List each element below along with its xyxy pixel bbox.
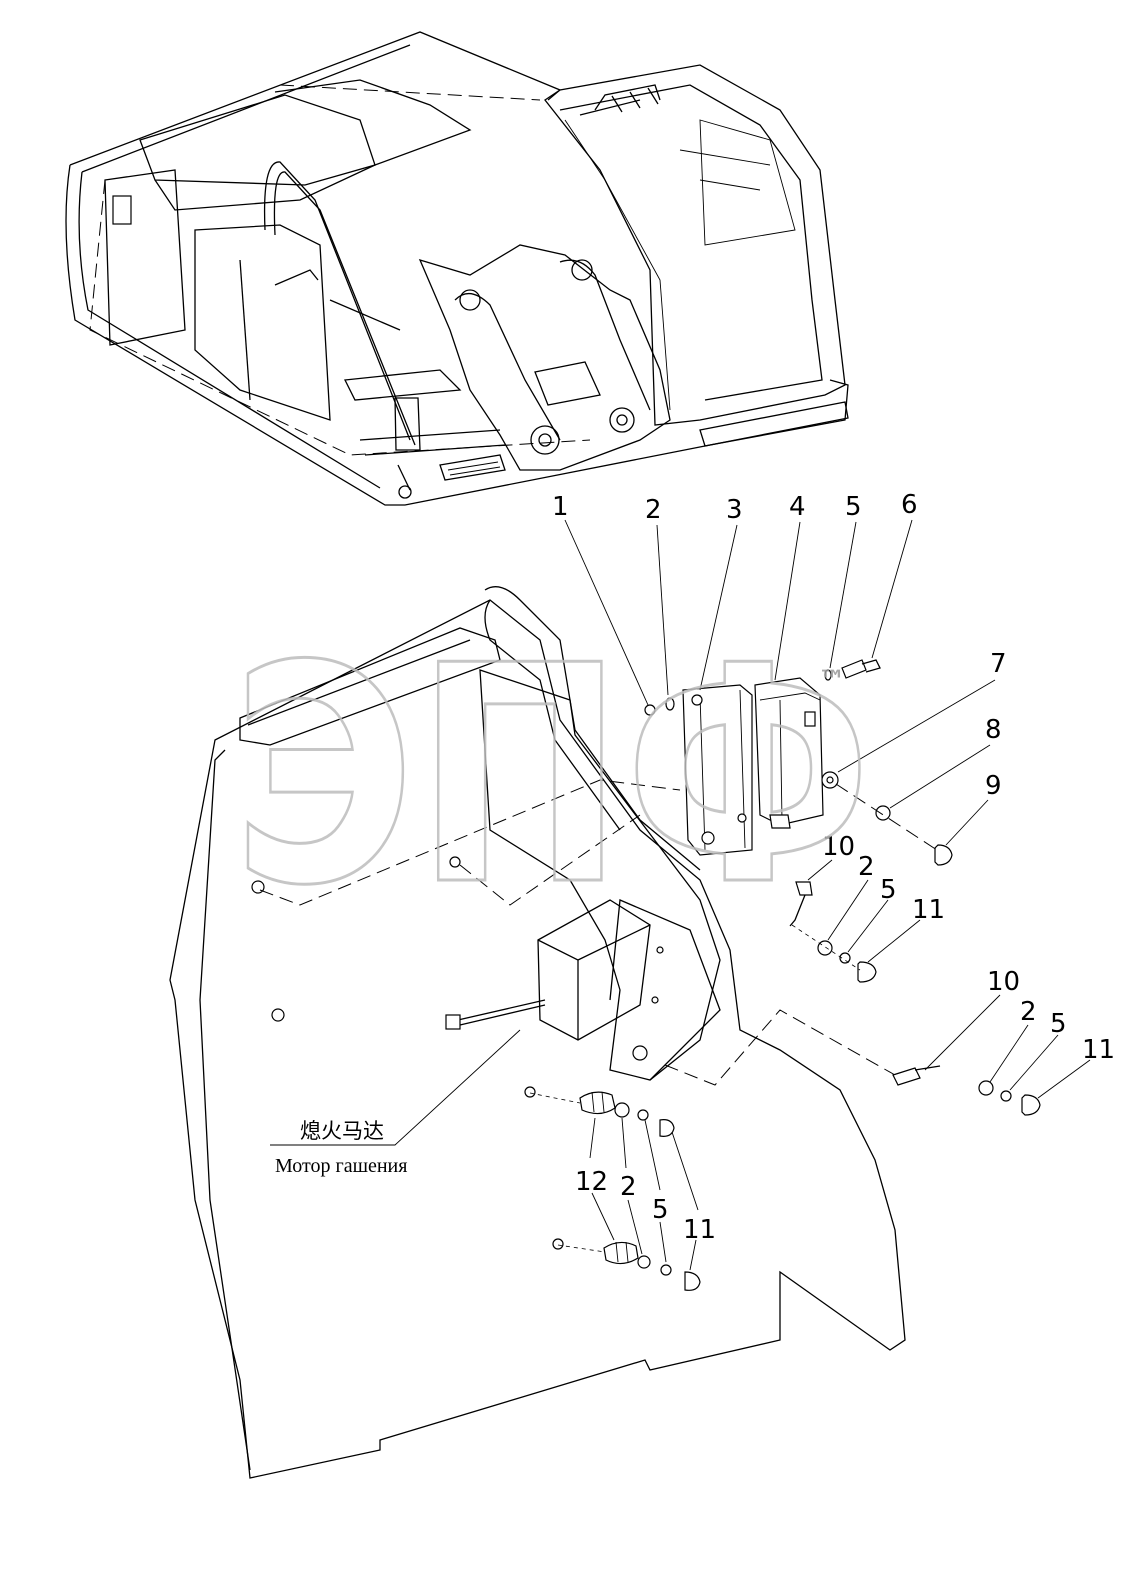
callout-5-clamp: 5 bbox=[652, 1195, 669, 1225]
callout-3: 3 bbox=[726, 495, 743, 525]
callout-10-lower: 10 bbox=[987, 967, 1020, 997]
machine-overview bbox=[65, 31, 849, 506]
watermark-text: ЭПФ bbox=[232, 602, 872, 951]
callout-2-upper: 2 bbox=[858, 852, 875, 882]
callout-4: 4 bbox=[789, 492, 806, 522]
callout-10-upper: 10 bbox=[822, 832, 855, 862]
callout-7: 7 bbox=[990, 649, 1007, 679]
callout-5-upper: 5 bbox=[880, 875, 897, 905]
callout-11-upper: 11 bbox=[912, 895, 945, 925]
callout-9: 9 bbox=[985, 771, 1002, 801]
callout-6: 6 bbox=[901, 490, 918, 520]
callout-numbers: 1 2 3 4 5 6 7 8 9 10 2 5 11 10 2 5 11 12… bbox=[552, 490, 1115, 1245]
motor-bracket-group bbox=[579, 659, 1041, 1291]
callout-2-clamp: 2 bbox=[620, 1172, 637, 1202]
callout-11-clamp: 11 bbox=[683, 1215, 716, 1245]
watermark: ЭПФ ™ bbox=[231, 601, 874, 953]
callout-5: 5 bbox=[845, 492, 862, 522]
watermark-trademark: ™ bbox=[818, 664, 846, 697]
callout-2: 2 bbox=[645, 495, 662, 525]
annotation-russian: Мотор гашения bbox=[275, 1155, 407, 1177]
callout-1: 1 bbox=[552, 492, 569, 522]
annotation-chinese: 熄火马达 bbox=[300, 1119, 384, 1143]
callout-8: 8 bbox=[985, 715, 1002, 745]
leader-lines bbox=[270, 519, 1091, 1271]
motor-annotation: 熄火马达 Мотор гашения bbox=[275, 1119, 407, 1177]
callout-12: 12 bbox=[575, 1167, 608, 1197]
callout-2-lower: 2 bbox=[1020, 997, 1037, 1027]
panel-assembly bbox=[169, 586, 906, 1479]
callout-5-lower: 5 bbox=[1050, 1009, 1067, 1039]
callout-11-lower: 11 bbox=[1082, 1035, 1115, 1065]
